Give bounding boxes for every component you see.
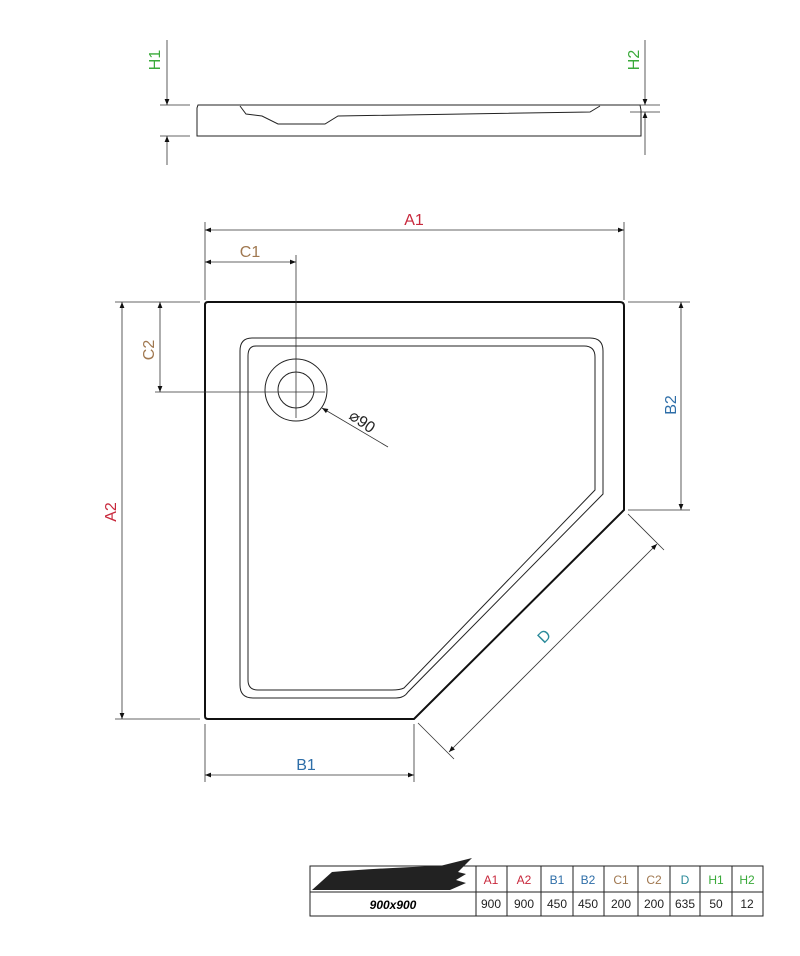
- a2-label: A2: [103, 502, 120, 522]
- value-b2: 450: [578, 897, 598, 911]
- value-a1: 900: [481, 897, 501, 911]
- drain-diameter-label: ⌀90: [346, 407, 378, 437]
- b1-label: B1: [296, 757, 316, 774]
- value-h2: 12: [740, 897, 754, 911]
- h1-label: H1: [147, 50, 164, 71]
- header-h1: H1: [708, 873, 724, 887]
- c2-label: C2: [141, 340, 158, 361]
- tray-silhouette-icon: [312, 858, 472, 890]
- b2-label: B2: [663, 395, 680, 415]
- table-row: 900 900 450 450 200 200 635 50 12: [481, 897, 754, 911]
- a1-label: A1: [404, 212, 424, 229]
- header-c1: C1: [613, 873, 629, 887]
- value-d: 635: [675, 897, 695, 911]
- value-c1: 200: [611, 897, 631, 911]
- header-a1: A1: [484, 873, 499, 887]
- model-size: 900x900: [370, 898, 417, 912]
- side-view: H1 H2: [147, 40, 660, 165]
- value-b1: 450: [547, 897, 567, 911]
- value-c2: 200: [644, 897, 664, 911]
- d-label: D: [535, 627, 555, 647]
- header-b1: B1: [550, 873, 565, 887]
- header-c2: C2: [646, 873, 662, 887]
- table-header-row: A1 A2 B1 B2 C1 C2 D H1 H2: [484, 873, 755, 887]
- plan-view: ⌀90 A1 C1 C2 A2 B2 B1 D: [103, 212, 690, 782]
- value-h1: 50: [709, 897, 723, 911]
- header-h2: H2: [739, 873, 755, 887]
- dimensions-table: 900x900 A1 A2 B1 B2 C1 C2 D H1 H2 900 90…: [309, 858, 764, 917]
- header-d: D: [681, 873, 690, 887]
- c1-label: C1: [240, 244, 261, 261]
- header-a2: A2: [517, 873, 532, 887]
- value-a2: 900: [514, 897, 534, 911]
- h2-label: H2: [626, 50, 643, 71]
- header-b2: B2: [581, 873, 596, 887]
